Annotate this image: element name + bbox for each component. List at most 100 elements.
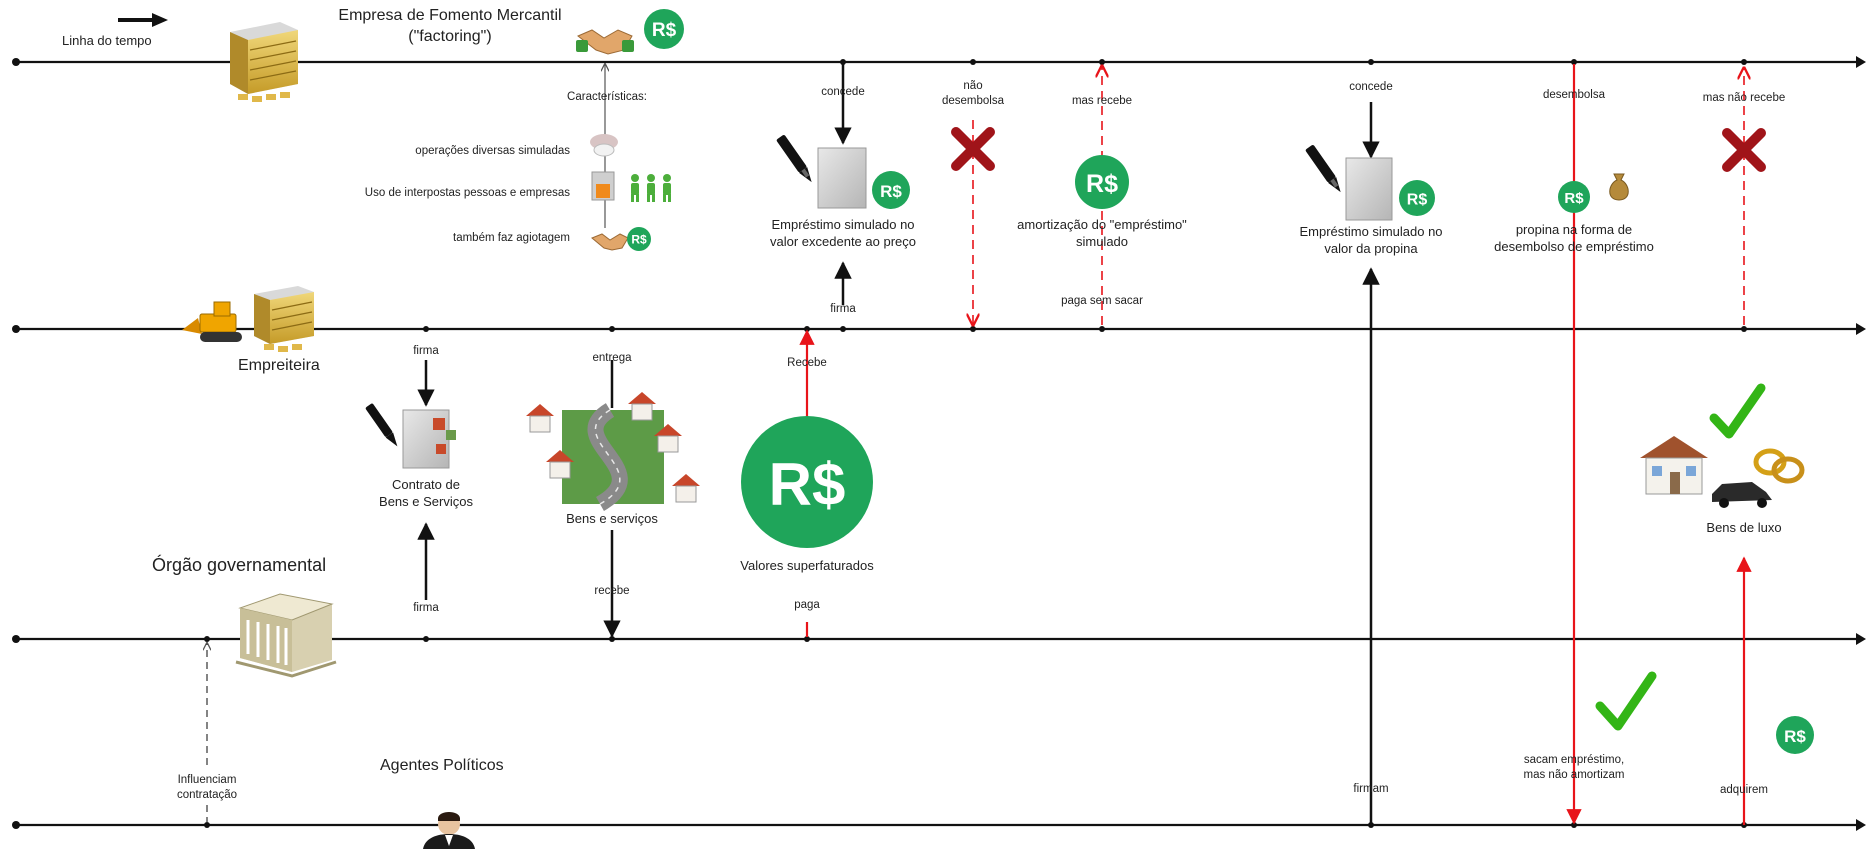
label-line: desembolso de empréstimo (1494, 238, 1654, 254)
svg-text:R$: R$ (1564, 190, 1584, 207)
svg-text:R$: R$ (652, 20, 677, 41)
label-line: valor da propina (1324, 240, 1418, 256)
label-line: propina na forma de (1515, 222, 1633, 237)
actor-factoring-line1: Empresa de Fomento Mercantil (338, 7, 562, 24)
actor-politicians-name: Agentes Políticos (380, 757, 504, 774)
money-bag-icon (1609, 173, 1629, 201)
money-icon: R$ (1075, 155, 1129, 209)
actor-factoring-name: Empresa de Fomento Mercantil ("factoring… (295, 6, 605, 48)
svg-text:R$: R$ (1784, 727, 1806, 746)
people-icon (631, 174, 671, 202)
label-line: não (963, 80, 983, 92)
label-firma-contract-top: firma (413, 345, 439, 357)
label-line: mas não amortizam (1523, 768, 1625, 781)
label-recebe-top: Recebe (787, 357, 827, 369)
actor-factoring-line2: ("factoring") (408, 27, 492, 45)
car-icon (1712, 482, 1772, 508)
characteristic-item: operações diversas simuladas (415, 145, 570, 157)
label-desembolsa: desembolsa (1542, 89, 1605, 101)
legend-timeline-label: Linha do tempo (62, 33, 152, 48)
money-icon: R$ (644, 9, 684, 49)
check-icon (1709, 383, 1766, 439)
label-paga: paga (794, 599, 820, 611)
svg-text:R$: R$ (1086, 170, 1118, 198)
document-icon (1345, 157, 1393, 221)
money-icon: R$ (627, 227, 651, 251)
cross-icon (1722, 128, 1766, 172)
handshake-icon (591, 233, 629, 251)
document-icon (402, 409, 456, 469)
characteristic-item: Uso de interpostas pessoas e empresas (364, 187, 570, 199)
svg-text:R$: R$ (769, 451, 846, 518)
money-icon: R$ (1558, 181, 1590, 213)
label-line: simulado (1075, 233, 1129, 249)
label-influenciam: Influenciam contratação (147, 773, 267, 803)
money-icon: R$ (872, 171, 910, 209)
label-concede-1: concede (821, 86, 865, 98)
label-mas-recebe: mas recebe (1071, 95, 1133, 107)
house-icon (1640, 436, 1708, 495)
label-line: Empréstimo simulado no (1299, 224, 1443, 239)
label-line: desembolsa (941, 94, 1004, 107)
label-contrato: Contrato de Bens e Serviços (356, 477, 496, 511)
pen-icon (1305, 145, 1341, 193)
actor-government-name: Órgão governamental (152, 555, 327, 575)
label-line: amortização do "empréstimo" (1017, 217, 1187, 232)
road-icon (562, 403, 664, 511)
label-line: sacam empréstimo, (1523, 754, 1625, 766)
characteristics-title: Características: (567, 91, 647, 103)
label-bens-servicos: Bens e serviços (566, 511, 658, 526)
cross-icon (951, 127, 995, 171)
pen-icon (776, 135, 812, 183)
interposed-company-icon (591, 171, 615, 201)
label-recebe-bottom: recebe (594, 585, 630, 597)
label-propina-forma: propina na forma de desembolso de emprés… (1464, 222, 1684, 256)
money-icon: R$ (1776, 716, 1814, 754)
rings-icon (1753, 448, 1805, 484)
bulldozer-icon (182, 301, 242, 342)
label-adquirem: adquirem (1720, 784, 1768, 796)
label-entrega: entrega (592, 352, 632, 364)
characteristic-item: também faz agiotagem (453, 232, 570, 244)
document-icon (817, 147, 867, 209)
label-concede-2: concede (1349, 81, 1393, 93)
label-emprestimo-excedente: Empréstimo simulado no valor excedente a… (733, 217, 953, 251)
check-icon (1595, 671, 1657, 731)
money-icon: R$ (1399, 180, 1435, 216)
label-amortizacao: amortização do "empréstimo" simulado (992, 217, 1212, 251)
label-firmam: firmam (1353, 783, 1389, 795)
pen-icon (365, 403, 398, 447)
timeline-politicians (12, 819, 1866, 831)
svg-text:R$: R$ (1407, 192, 1428, 209)
label-mas-nao-recebe: mas não recebe (1702, 92, 1786, 104)
svg-text:R$: R$ (880, 182, 902, 201)
label-line: Empréstimo simulado no (771, 217, 915, 232)
timeline-contractor (12, 323, 1866, 335)
actor-contractor-name: Empreiteira (238, 357, 320, 374)
government-building-icon (235, 593, 337, 678)
person-icon (423, 812, 475, 849)
label-line: contratação (176, 788, 238, 801)
label-valores-superfaturados: Valores superfaturados (740, 558, 874, 573)
money-icon: R$ (741, 416, 873, 548)
label-paga-sem-sacar: paga sem sacar (1061, 295, 1143, 307)
label-line: valor excedente ao preço (770, 233, 916, 249)
simulated-ops-icon (590, 134, 618, 157)
label-nao-desembolsa: não desembolsa (923, 79, 1023, 109)
label-line: Bens e Serviços (379, 493, 473, 509)
svg-text:R$: R$ (631, 233, 647, 247)
label-line: Contrato de (392, 477, 460, 492)
handshake-icon (576, 29, 634, 55)
label-firma-up: firma (830, 303, 856, 315)
label-bens-luxo: Bens de luxo (1706, 520, 1782, 535)
arrow-right-icon (118, 13, 168, 27)
label-sacam: sacam empréstimo, mas não amortizam (1484, 753, 1664, 783)
label-firma-contract-bottom: firma (413, 602, 439, 614)
label-emprestimo-propina: Empréstimo simulado no valor da propina (1261, 224, 1481, 258)
building-icon (230, 22, 298, 102)
timeline-factoring (12, 56, 1866, 68)
house-icon (526, 392, 700, 503)
label-line: Influenciam (177, 774, 237, 786)
building-icon (254, 286, 314, 352)
